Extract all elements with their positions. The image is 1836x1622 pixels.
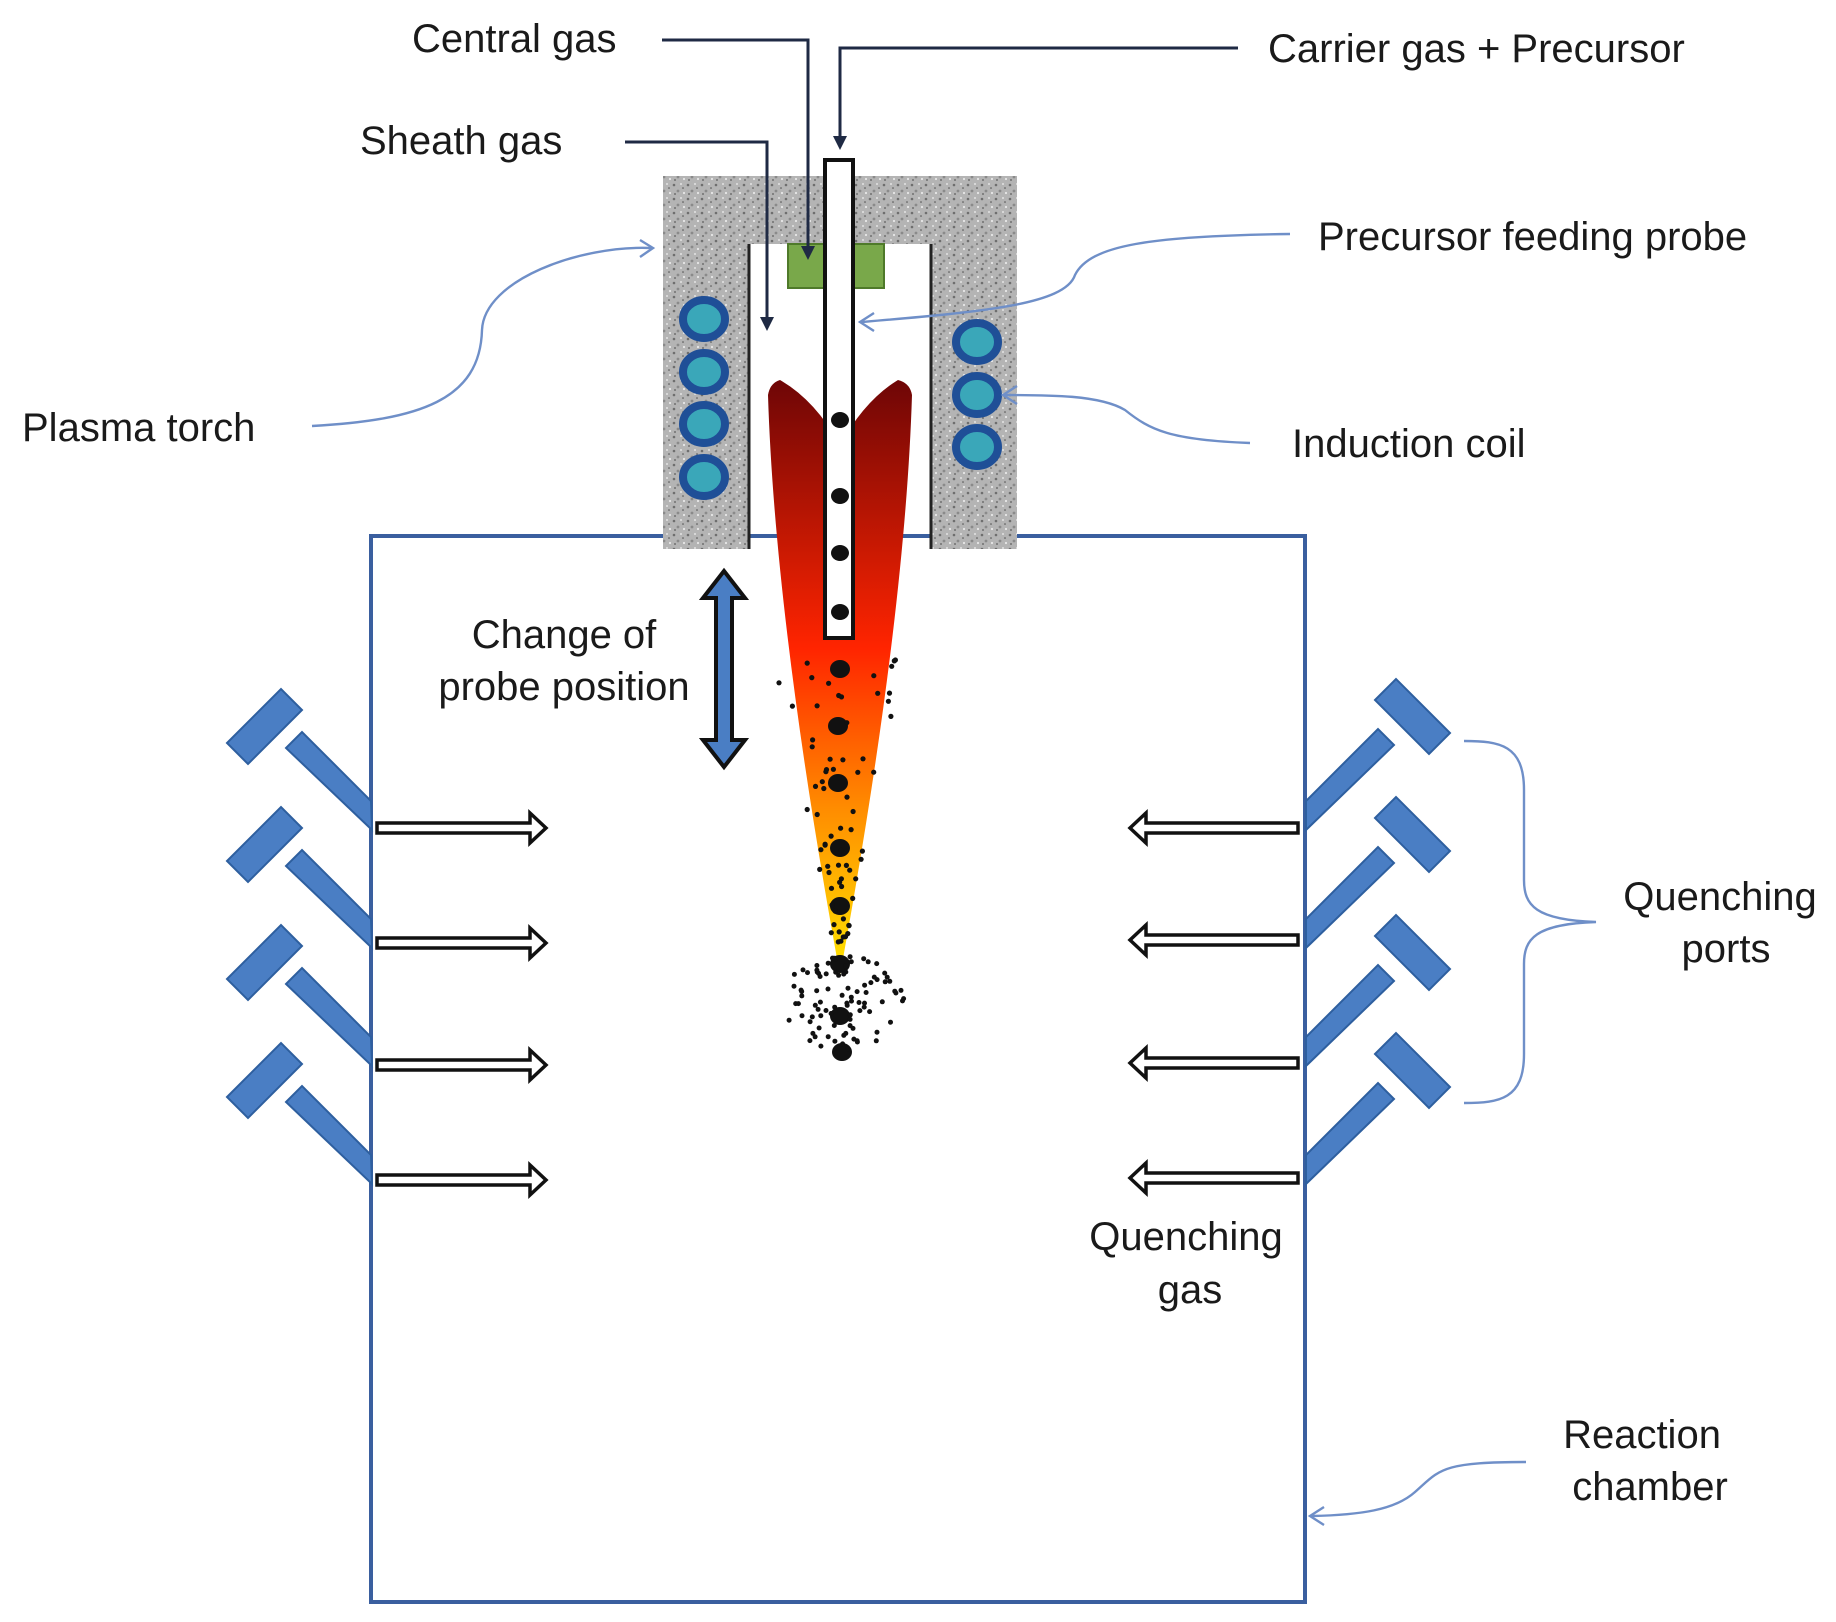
quenching-gas-arrows-right [1127,808,1300,1198]
label-carrier-gas-precursor: Carrier gas + Precursor [1268,27,1685,71]
callout-lines [311,232,1597,1527]
quenching-ports-right [1305,677,1452,1187]
induction-coil [679,296,1002,500]
label-reaction-chamber-2: chamber [1572,1465,1728,1509]
label-sheath-gas: Sheath gas [360,119,562,163]
label-quenching-ports-1: Quenching [1623,875,1816,919]
label-quenching-ports-2: ports [1682,927,1771,971]
precursor-feeding-probe [823,158,855,640]
label-quenching-gas-2: gas [1158,1268,1223,1312]
quenching-gas-arrows-left [375,808,549,1200]
label-quenching-gas-1: Quenching [1089,1215,1282,1259]
particles [828,412,852,1061]
label-plasma-torch: Plasma torch [22,406,255,450]
quenching-ports-left [225,687,374,1187]
label-change-of-probe-position-2: probe position [438,665,689,709]
label-change-of-probe-position-1: Change of [472,613,657,657]
probe-position-arrow [698,567,750,771]
gas-leader-lines [625,38,1238,331]
particle-dust [776,657,907,1052]
label-induction-coil: Induction coil [1292,422,1525,466]
label-central-gas: Central gas [412,17,617,61]
quenching-ports-brace [1463,739,1597,1105]
label-reaction-chamber-1: Reaction [1563,1413,1721,1457]
label-precursor-feeding-probe: Precursor feeding probe [1318,215,1747,259]
